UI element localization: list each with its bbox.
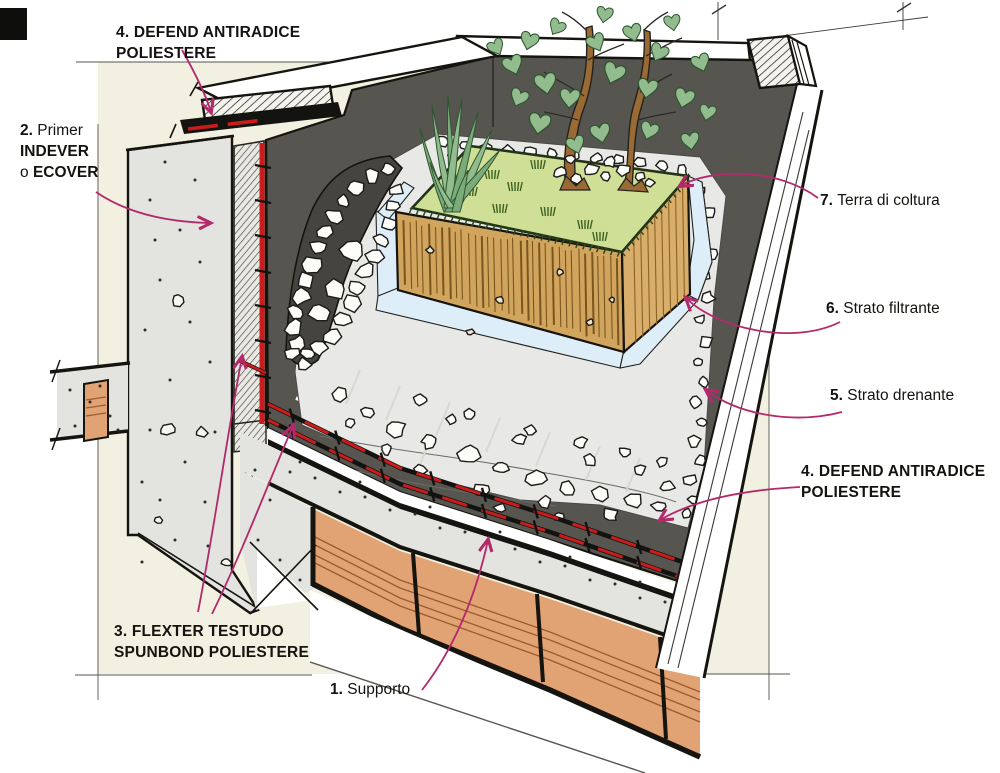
filter-layer-band (375, 175, 713, 369)
leader-primer (95, 191, 210, 223)
callout-flexter-testudo: 3. FLEXTER TESTUDO SPUNBOND POLIESTERE (114, 623, 309, 661)
front-brick-band (310, 507, 702, 760)
leader-filtrante (686, 298, 841, 334)
leader-defend-right (660, 486, 801, 520)
leader-arrows (95, 49, 843, 691)
soffit (310, 590, 700, 773)
front-edge-layers (230, 428, 702, 773)
callout-strato-filtrante: 6. Strato filtrante (826, 300, 940, 317)
tree-2 (616, 29, 652, 193)
callout-defend-antiradice-right: 4. DEFEND ANTIRADICE POLIESTERE (801, 463, 986, 501)
left-coping (169, 35, 501, 139)
brick-infill-section (83, 378, 109, 443)
gravel-mound (283, 155, 404, 371)
separation-gap (268, 428, 700, 603)
front-screed-band (240, 432, 700, 647)
callout-strato-drenante: 5. Strato drenante (830, 387, 955, 404)
membrane-red-line (254, 141, 272, 426)
leader-terra (680, 172, 819, 199)
leader-flexter-b (211, 426, 293, 615)
leader-supporto (421, 540, 488, 691)
soil-block (394, 173, 692, 355)
callout-supporto: 1. Supporto (330, 681, 411, 698)
iris-plant (419, 95, 501, 213)
leader-flexter-a (197, 357, 242, 613)
callout-primer: 2. Primer INDEVER o ECOVER (20, 122, 99, 181)
concrete-wall-section (49, 134, 280, 615)
corner-registration-mark (0, 8, 27, 40)
leader-defend-top (181, 49, 211, 112)
tree-base-stones (553, 154, 656, 188)
callout-terra-di-coltura: 7. Terra di coltura (820, 192, 940, 209)
leader-drenante (706, 390, 843, 419)
membrane-cap-wrap (180, 102, 342, 134)
callout-defend-antiradice-top: 4. DEFEND ANTIRADICE POLIESTERE (116, 24, 301, 62)
